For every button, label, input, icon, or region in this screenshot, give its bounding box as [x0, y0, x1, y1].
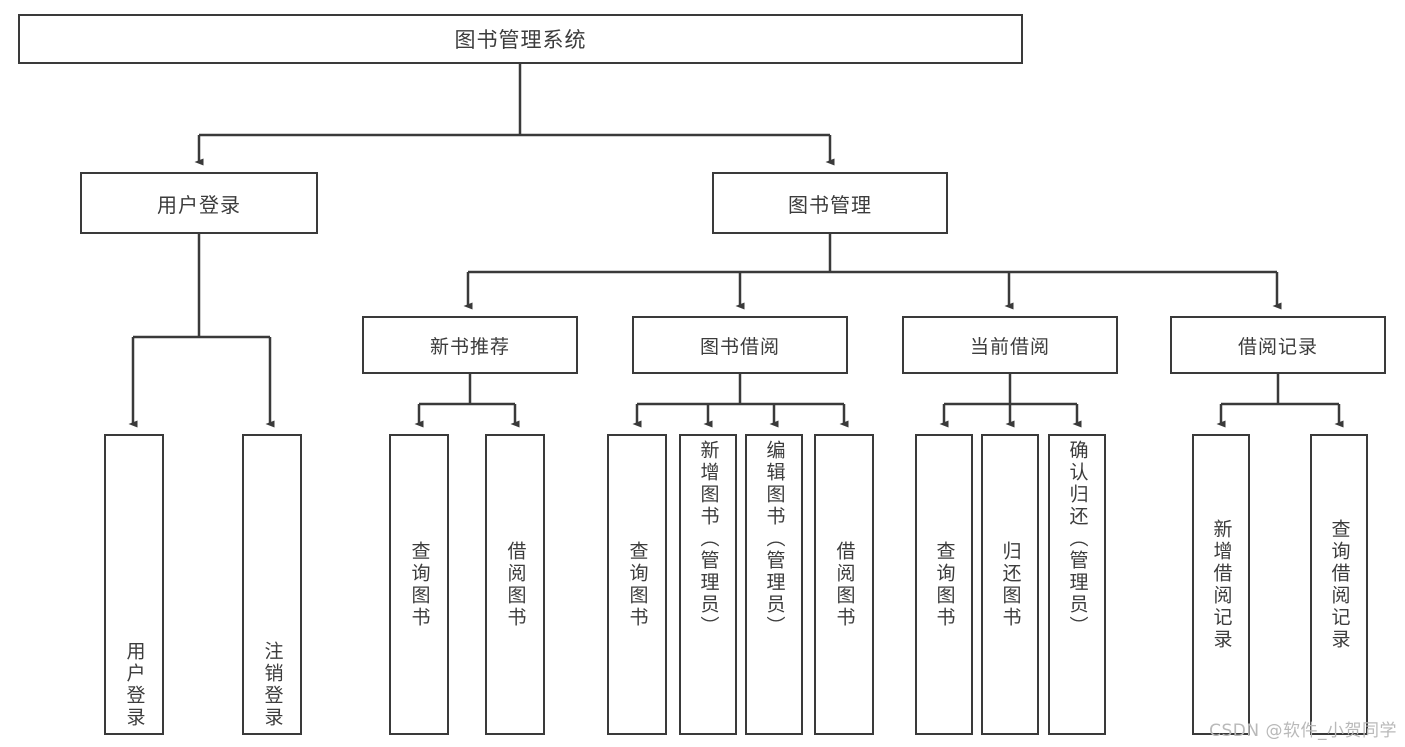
leaf-confirm-return-admin[interactable]: 确认归还（管理员） — [1048, 434, 1106, 735]
node-user-login-label: 用户登录 — [157, 192, 241, 217]
node-user-login[interactable]: 用户登录 — [80, 172, 318, 234]
leaf-add-borrow-record[interactable]: 新增借阅记录 — [1192, 434, 1250, 735]
node-book-management[interactable]: 图书管理 — [712, 172, 948, 234]
leaf-borrow-book-label: 借阅图书 — [833, 540, 856, 629]
node-new-book-recommend[interactable]: 新书推荐 — [362, 316, 578, 374]
leaf-query-book-borrow-label: 查询图书 — [626, 540, 649, 629]
leaf-add-borrow-record-label: 新增借阅记录 — [1210, 518, 1233, 651]
leaf-borrow-book-recommend[interactable]: 借阅图书 — [485, 434, 545, 735]
leaf-query-book-current[interactable]: 查询图书 — [915, 434, 973, 735]
node-borrow-record[interactable]: 借阅记录 — [1170, 316, 1386, 374]
leaf-edit-book-admin-label: 编辑图书（管理员） — [763, 440, 786, 638]
leaf-confirm-return-admin-label: 确认归还（管理员） — [1066, 440, 1089, 638]
leaf-borrow-book-recommend-label: 借阅图书 — [504, 540, 527, 629]
leaf-borrow-book[interactable]: 借阅图书 — [814, 434, 874, 735]
node-book-borrow[interactable]: 图书借阅 — [632, 316, 848, 374]
node-book-management-label: 图书管理 — [788, 192, 872, 217]
leaf-query-borrow-record-label: 查询借阅记录 — [1328, 518, 1351, 651]
leaf-logout[interactable]: 注销登录 — [242, 434, 302, 735]
leaf-add-book-admin-label: 新增图书（管理员） — [697, 440, 720, 638]
leaf-query-book-recommend-label: 查询图书 — [408, 540, 431, 629]
node-root-label: 图书管理系统 — [454, 28, 587, 52]
node-borrow-record-label: 借阅记录 — [1237, 335, 1318, 358]
leaf-return-book[interactable]: 归还图书 — [981, 434, 1039, 735]
watermark: CSDN @软件_小贺同学 — [1209, 721, 1397, 741]
leaf-query-borrow-record[interactable]: 查询借阅记录 — [1310, 434, 1368, 735]
node-new-book-recommend-label: 新书推荐 — [429, 335, 510, 358]
node-current-borrow[interactable]: 当前借阅 — [902, 316, 1118, 374]
leaf-user-login-label: 用户登录 — [123, 641, 146, 729]
node-root[interactable]: 图书管理系统 — [18, 14, 1023, 64]
leaf-logout-label: 注销登录 — [261, 641, 284, 729]
leaf-query-book-current-label: 查询图书 — [933, 540, 956, 629]
leaf-query-book-recommend[interactable]: 查询图书 — [389, 434, 449, 735]
node-current-borrow-label: 当前借阅 — [969, 335, 1050, 358]
leaf-return-book-label: 归还图书 — [999, 540, 1022, 629]
leaf-user-login[interactable]: 用户登录 — [104, 434, 164, 735]
leaf-edit-book-admin[interactable]: 编辑图书（管理员） — [745, 434, 803, 735]
node-book-borrow-label: 图书借阅 — [699, 335, 780, 358]
leaf-query-book-borrow[interactable]: 查询图书 — [607, 434, 667, 735]
leaf-add-book-admin[interactable]: 新增图书（管理员） — [679, 434, 737, 735]
